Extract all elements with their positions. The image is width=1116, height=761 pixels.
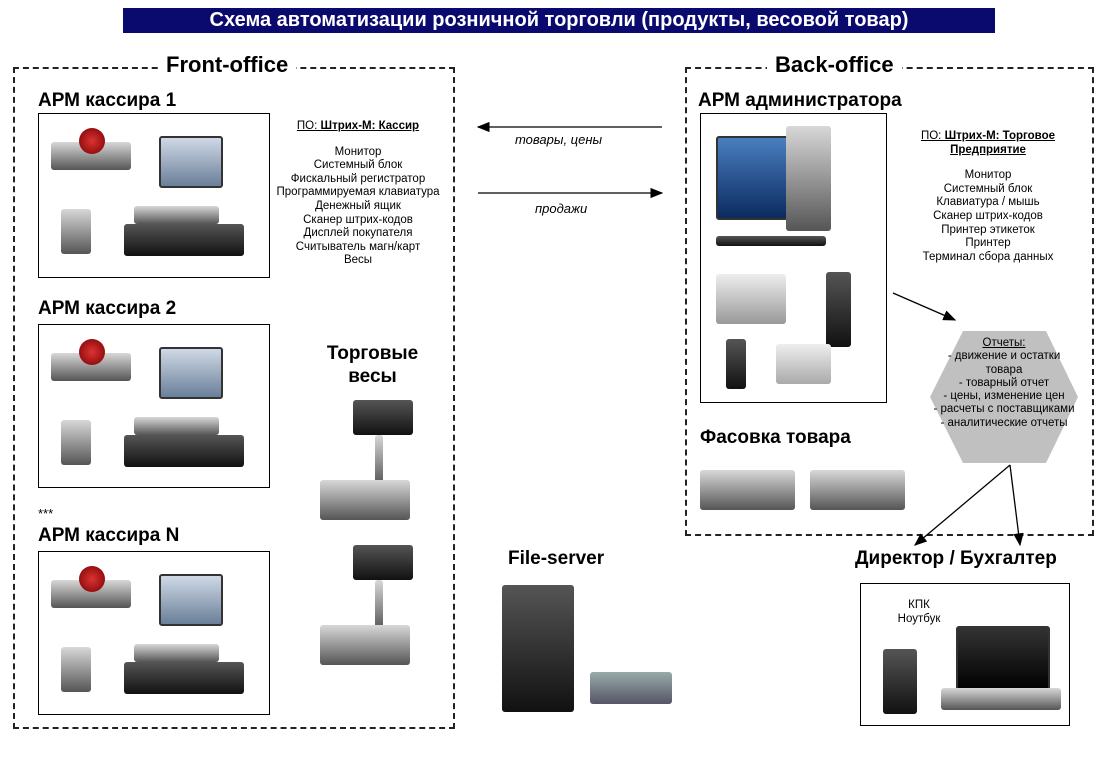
arrow-to-director — [914, 464, 1011, 546]
packing-scale-image — [805, 462, 910, 514]
back-office-label: Back-office — [767, 52, 902, 78]
switch-image — [590, 672, 672, 704]
admin-equipment-list: ПО: Штрих-М: Торговое Предприятие Монито… — [920, 130, 1056, 263]
arrow-to-accountant — [1009, 464, 1024, 547]
trade-scales-label: Торговые весы — [326, 343, 419, 387]
diagram-title: Схема автоматизации розничной торговли (… — [123, 8, 995, 33]
file-server-label: File-server — [508, 548, 605, 569]
director-label: Директор / Бухгалтер — [855, 548, 1057, 569]
trade-scale-image — [315, 400, 420, 525]
reports-hexagon — [930, 331, 1078, 463]
reports-list: Отчеты: - движение и остатки товара- тов… — [933, 337, 1075, 429]
cashier-1-image — [38, 113, 270, 278]
cashier-2-label: АРМ кассира 2 — [38, 298, 177, 319]
cashier-2-image — [38, 324, 270, 488]
admin-label: АРМ администратора — [698, 90, 902, 111]
arrow-to-reports — [892, 292, 957, 321]
ellipsis: *** — [38, 506, 54, 521]
trade-scale-image — [315, 545, 420, 667]
flow-goods-prices: товары, цены — [515, 132, 603, 147]
server-image — [502, 585, 574, 712]
front-office-label: Front-office — [158, 52, 297, 78]
cashier-1-label: АРМ кассира 1 — [38, 90, 177, 111]
cashier-n-image — [38, 551, 270, 715]
packing-label: Фасовка товара — [700, 427, 851, 448]
flow-sales: продажи — [535, 201, 588, 216]
packing-scale-image — [695, 462, 800, 514]
cashier-n-label: АРМ кассира N — [38, 525, 180, 546]
admin-image — [700, 113, 887, 403]
